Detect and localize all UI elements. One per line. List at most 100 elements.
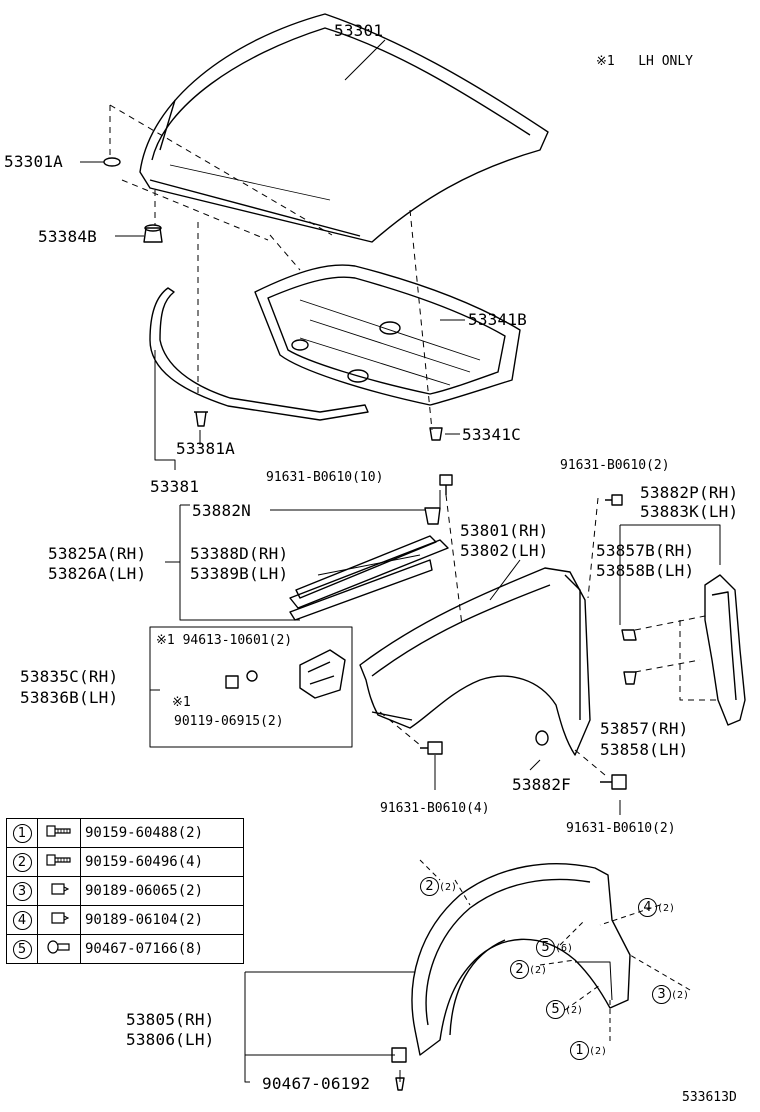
note: ※1 LH ONLY [596,54,693,69]
hood-panel [139,13,549,243]
fender-stay-part [299,649,346,699]
fastener-number-badge: 1 [12,823,32,843]
bolt-top-right-part [605,494,623,506]
label-stay-rh: 53835C(RH) [20,667,119,686]
fastener-row: 4 90189-06104(2) [6,905,244,935]
callout-a: 2(2) [420,877,457,896]
label-mud-seal-rh: 53882P(RH) [640,483,739,502]
label-fender-rh: 53801(RH) [460,521,549,540]
note-text: LH ONLY [638,54,694,69]
callout-c: 5(6) [536,938,573,957]
figure-code: 533613D [682,1090,737,1105]
callout-qty: (2) [657,903,676,914]
hood-bumper-part [143,224,163,243]
front-fender-part [359,567,591,756]
fender-liner-part [411,863,631,1056]
label-splash-lh: 53858(LH) [600,740,689,759]
label-hood-seal: 53381 [150,477,200,496]
callout-number: 5 [536,938,555,957]
bracket-clip-part [621,629,637,641]
fastener-number-badge: 4 [12,910,32,930]
fastener-part-number: 90189-06104(2) [80,905,244,935]
fastener-part-number: 90467-07166(8) [80,934,244,964]
callout-qty: (2) [439,882,458,893]
label-clip-bottom: 90467-06192 [262,1074,371,1093]
label-hood: 53301 [334,21,384,40]
callout-f: 5(2) [546,1000,583,1019]
screw-icon [37,847,81,877]
fastener-row: 2 90159-60496(4) [6,847,244,877]
box-nut-part [246,670,258,682]
callout-qty: (6) [555,943,574,954]
hood-cushion-part [103,157,121,167]
fastener-part-number: 90189-06065(2) [80,876,244,906]
label-fender-seal-lh: 53389B(LH) [190,564,289,583]
callout-e: 3(2) [652,985,689,1004]
screw-icon [37,818,81,848]
callout-qty: (2) [671,990,690,1001]
clip-icon [37,905,81,935]
push-rivet-icon [37,934,81,964]
hood-seal-part [149,287,369,421]
fastener-number-badge: 3 [12,881,32,901]
callout-number: 1 [570,1041,589,1060]
label-seal-clip: 53381A [176,439,235,458]
label-liner-rh: 53805(RH) [126,1010,215,1029]
callout-number: 2 [510,960,529,979]
fastener-number: 1 [6,818,38,848]
insulator-clip-part [429,427,443,441]
fastener-number: 4 [6,905,38,935]
fender-seal-part [289,535,449,621]
note-mark: ※1 [596,54,615,69]
callout-qty: (2) [565,1005,584,1016]
box-mark-1: ※1 [156,633,175,648]
fastener-part-number: 90159-60496(4) [80,847,244,877]
fastener-number: 3 [6,876,38,906]
label-bolt-bottom: 91631-B0610(4) [380,801,490,816]
box-nut-label: 94613-10601(2) [182,633,293,648]
callout-number: 2 [420,877,439,896]
cushion-f-part [535,730,549,746]
label-fender-seal-rh: 53388D(RH) [190,544,289,563]
callout-d: 2(2) [510,960,547,979]
splash-shield-part [704,574,746,726]
callout-b: 4(2) [638,898,675,917]
fastener-part-number: 90159-60488(2) [80,818,244,848]
label-insulator-clip: 53341C [462,425,521,444]
box-bolt-label: 90119-06915(2) [174,714,284,729]
fastener-number: 2 [6,847,38,877]
box-bolt-part [225,675,239,689]
clip-icon [37,876,81,906]
label-liner-seal-rh: 53825A(RH) [48,544,147,563]
label-liner-lh: 53806(LH) [126,1030,215,1049]
label-liner-seal-lh: 53826A(LH) [48,564,147,583]
fastener-row: 1 90159-60488(2) [6,818,244,848]
box-nut-row: ※1 94613-10601(2) [156,633,292,648]
label-hood-bumper: 53384B [38,227,97,246]
splash-clip-part [623,671,637,685]
fastener-number: 5 [6,934,38,964]
label-splash-rh: 53857(RH) [600,719,689,738]
label-hood-insulator: 53341B [468,310,527,329]
callout-number: 3 [652,985,671,1004]
callout-number: 4 [638,898,657,917]
callout-qty: (2) [589,1046,608,1057]
fastener-row: 3 90189-06065(2) [6,876,244,906]
label-bracket-rh: 53857B(RH) [596,541,695,560]
label-stay-lh: 53836B(LH) [20,688,119,707]
label-bolt-top: 91631-B0610(10) [266,470,384,485]
seal-clip-part [194,411,208,427]
fastener-number-badge: 2 [12,852,32,872]
callout-qty: (2) [529,965,548,976]
fastener-row: 5 90467-07166(8) [6,934,244,964]
fastener-table: 1 90159-60488(2) 2 90159-60496(4) 3 90189-060… [6,818,244,964]
hood-insulator-part [254,264,521,406]
label-cushion-f: 53882F [512,775,571,794]
bolt-bottom-right-part [600,774,627,790]
label-hood-cushion: 53301A [4,152,63,171]
label-bolt-bottom-right: 91631-B0610(2) [566,821,676,836]
fastener-number-badge: 5 [12,939,32,959]
callout-g: 1(2) [570,1041,607,1060]
